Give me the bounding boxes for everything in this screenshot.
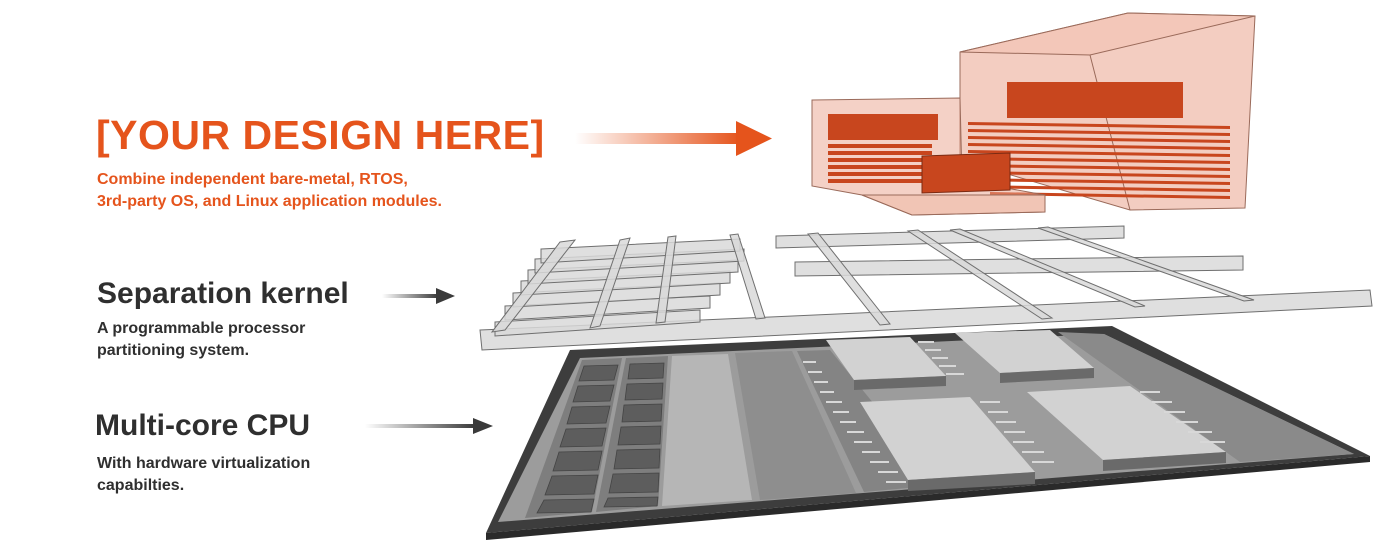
kernel-subtitle-line2: partitioning system. bbox=[97, 342, 250, 359]
cpu-arrow bbox=[365, 418, 493, 434]
design-subtitle-line1: Combine independent bare-metal, RTOS, bbox=[97, 171, 408, 188]
linux-module-layers bbox=[968, 82, 1230, 199]
cpu-subtitle-line2: capabilties. bbox=[97, 477, 185, 494]
cpu-subtitle: With hardware virtualization capabilties… bbox=[97, 453, 397, 497]
kernel-arrow bbox=[382, 288, 455, 304]
design-subtitle-line2: 3rd-party OS, and Linux application modu… bbox=[97, 193, 442, 210]
core-strip bbox=[662, 354, 752, 506]
core-block bbox=[955, 330, 1094, 383]
cpu-subtitle-line1: With hardware virtualization bbox=[97, 455, 311, 472]
core-block bbox=[1027, 386, 1226, 471]
design-subtitle: Combine independent bare-metal, RTOS, 3r… bbox=[97, 169, 517, 213]
kernel-title: Separation kernel bbox=[97, 277, 349, 310]
core-strip bbox=[735, 351, 856, 500]
cpu-title: Multi-core CPU bbox=[95, 409, 311, 442]
design-arrow bbox=[575, 121, 772, 156]
cpu-chip bbox=[486, 326, 1370, 540]
design-modules bbox=[811, 12, 1256, 216]
separation-kernel-frame bbox=[479, 225, 1373, 351]
design-title: [YOUR DESIGN HERE] bbox=[96, 112, 545, 158]
kernel-subtitle: A programmable processor partitioning sy… bbox=[97, 318, 397, 362]
core-block bbox=[860, 397, 1035, 491]
bare-metal-module bbox=[921, 152, 1011, 194]
core-block bbox=[826, 337, 946, 390]
rtos-module-layers bbox=[828, 114, 938, 183]
kernel-subtitle-line1: A programmable processor bbox=[97, 320, 306, 337]
